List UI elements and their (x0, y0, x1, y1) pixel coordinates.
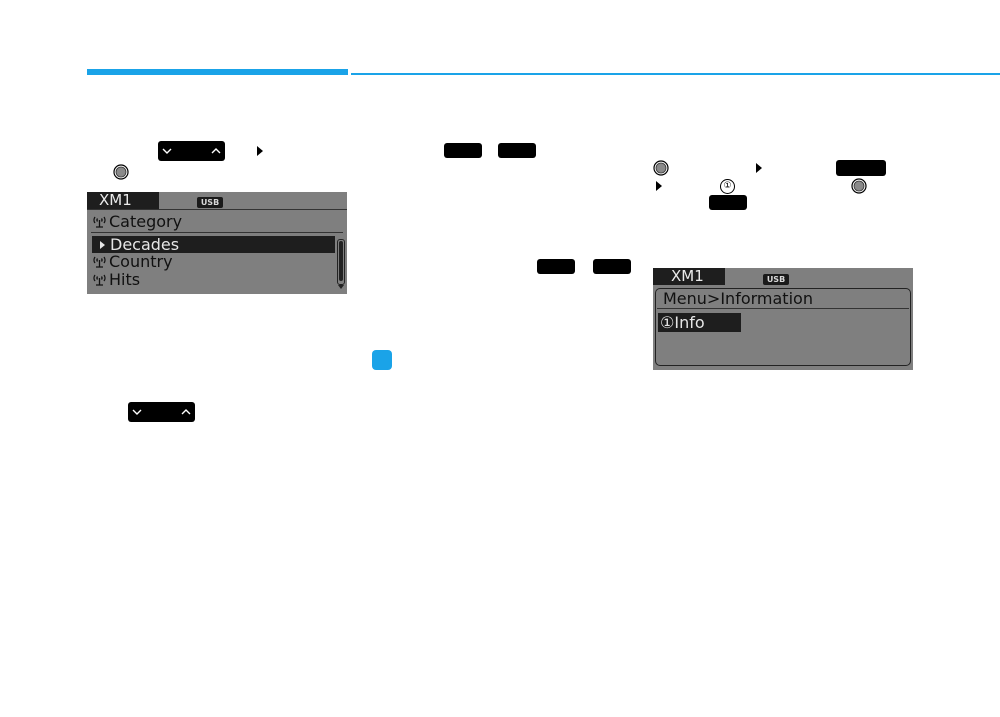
right-triangle-icon (656, 181, 662, 191)
usb-badge: USB (197, 197, 223, 208)
seek-button[interactable] (128, 402, 195, 422)
antenna-icon (93, 216, 106, 228)
list-item[interactable]: Country (93, 253, 173, 271)
black-button[interactable] (498, 143, 536, 158)
chevron-down-icon (132, 409, 142, 415)
chevron-down-icon (162, 148, 172, 154)
scrollbar[interactable] (337, 239, 345, 285)
black-button[interactable] (709, 195, 747, 210)
antenna-icon (93, 256, 106, 268)
lcd-screen-category: XM1 USB Category Decades Country Hits (87, 192, 347, 294)
black-button[interactable] (836, 160, 886, 176)
tune-knob-icon[interactable] (851, 178, 867, 194)
lcd-tab: XM1 (653, 268, 725, 285)
seek-button[interactable] (158, 141, 225, 161)
scrollbar-thumb[interactable] (339, 241, 343, 281)
lcd-frame (655, 288, 911, 366)
chevron-up-icon (181, 409, 191, 415)
usb-badge: USB (763, 274, 789, 285)
circled-one-icon: ① (660, 313, 675, 332)
list-item[interactable]: Hits (93, 271, 140, 289)
list-item-selected[interactable]: ①Info (658, 313, 741, 332)
lcd-header-label: Category (109, 212, 183, 231)
antenna-icon (93, 274, 106, 286)
lcd-header: Menu>Information (663, 289, 813, 308)
list-item-label: Hits (109, 270, 141, 289)
chevron-up-icon (211, 148, 221, 154)
tune-knob-icon[interactable] (113, 164, 129, 180)
lcd-header: Category (93, 213, 182, 231)
circled-one-icon: ① (720, 179, 735, 194)
right-triangle-icon (257, 146, 263, 156)
right-triangle-icon (756, 163, 762, 173)
lcd-screen-information: XM1 USB Menu>Information ①Info (653, 268, 913, 370)
list-item-label: Decades (110, 235, 180, 254)
lcd-tab: XM1 (87, 192, 159, 209)
list-item-label: Country (109, 252, 173, 271)
black-button[interactable] (593, 259, 631, 274)
black-button[interactable] (537, 259, 575, 274)
section-header-bar (87, 69, 348, 75)
list-item-label: Info (674, 313, 705, 332)
header-rule (351, 73, 1000, 75)
selection-arrow-icon (100, 241, 105, 249)
scroll-down-icon (338, 285, 344, 289)
blue-square-icon (372, 350, 392, 370)
tune-knob-icon[interactable] (653, 160, 669, 176)
list-item-selected[interactable]: Decades (92, 236, 335, 253)
black-button[interactable] (444, 143, 482, 158)
